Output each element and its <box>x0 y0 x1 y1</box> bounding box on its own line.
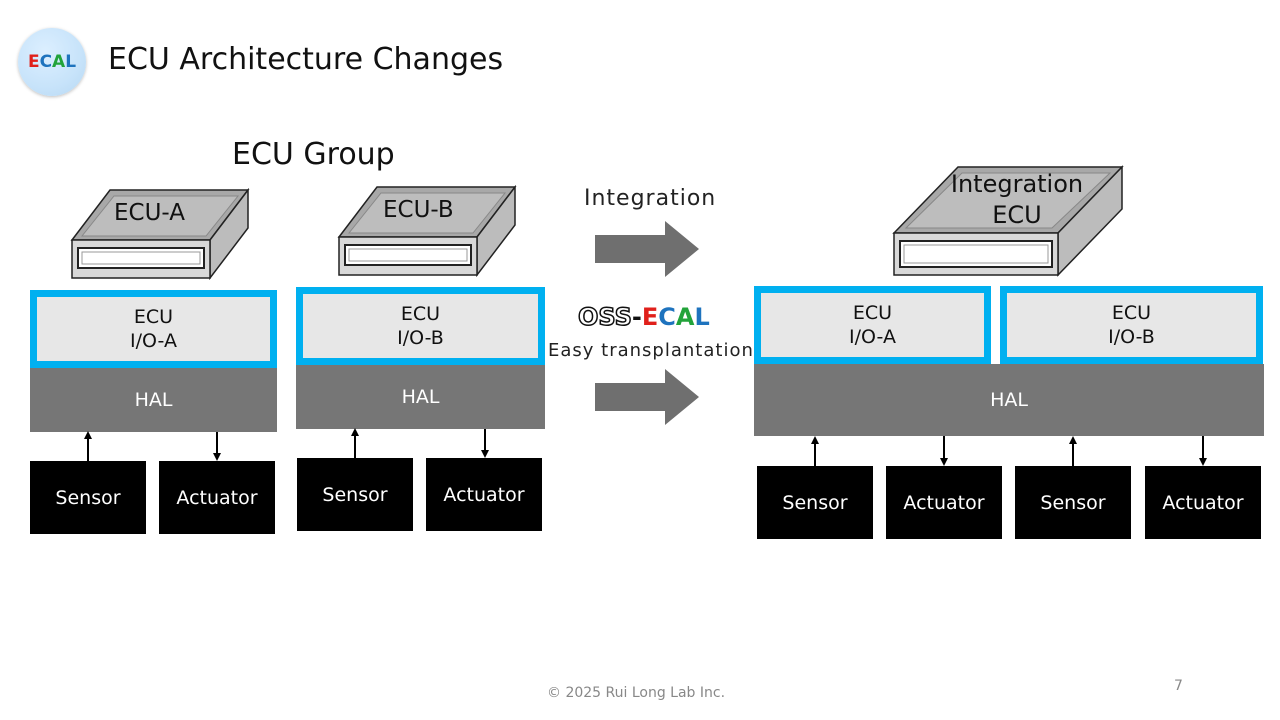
ecu-a-box-icon: ECU-A <box>70 188 252 280</box>
oss-prefix: OSS <box>577 302 632 332</box>
int-io-a-line1: ECU <box>852 302 893 324</box>
int-actuator-arrow-2-line <box>1202 436 1204 458</box>
oss-letter-l: L <box>694 303 710 331</box>
integration-io-block-b: ECU I/O-B <box>1000 286 1263 364</box>
sensor-block-a: Sensor <box>30 461 146 534</box>
integration-hal-block: HAL <box>754 364 1264 436</box>
logo-letter-c: C <box>39 52 53 72</box>
int-sensor-block-1: Sensor <box>757 466 873 539</box>
oss-ecal-logo: OSS-ECAL <box>577 302 710 332</box>
arrow-up-icon <box>811 436 819 444</box>
integration-arrow-icon <box>595 221 699 281</box>
integration-io-block-a: ECU I/O-A <box>754 286 991 364</box>
int-actuator-arrow-1-line <box>943 436 945 458</box>
slide-title: ECU Architecture Changes <box>108 42 504 77</box>
io-a-line1: ECU <box>133 306 174 328</box>
arrow-down-icon <box>481 450 489 458</box>
int-actuator-block-1: Actuator <box>886 466 1002 539</box>
ecu-b-box-icon: ECU-B <box>337 185 519 277</box>
sensor-arrow-b-line <box>354 435 356 459</box>
oss-letter-a: A <box>675 303 695 331</box>
int-sensor-block-2: Sensor <box>1015 466 1131 539</box>
int-sensor-arrow-2-line <box>1072 443 1074 467</box>
integration-ecu-box-icon: Integration ECU <box>892 165 1126 277</box>
integration-label: Integration <box>584 186 717 211</box>
io-b-line2: I/O-B <box>397 327 444 349</box>
int-io-b-line1: ECU <box>1111 302 1152 324</box>
int-sensor-arrow-1-line <box>814 443 816 467</box>
int-io-a-line2: I/O-A <box>849 326 896 348</box>
arrow-down-icon <box>1199 458 1207 466</box>
logo-letter-l: L <box>65 52 77 72</box>
actuator-arrow-b-line <box>484 429 486 451</box>
io-block-a: ECU I/O-A <box>30 290 277 368</box>
copyright-footer: © 2025 Rui Long Lab Inc. <box>547 685 726 701</box>
io-block-b: ECU I/O-B <box>296 287 545 365</box>
oss-letter-c: C <box>658 303 676 331</box>
sensor-block-b: Sensor <box>297 458 413 531</box>
oss-dash: - <box>631 303 642 331</box>
logo-letter-a: A <box>52 52 66 72</box>
ecal-logo: E C A L <box>18 28 86 96</box>
io-b-line1: ECU <box>400 303 441 325</box>
easy-transplantation-label: Easy transplantation <box>548 340 754 361</box>
hal-block-b: HAL <box>296 365 545 429</box>
hal-block-a: HAL <box>30 368 277 432</box>
integration-ecu-label-line1: Integration <box>950 170 1084 198</box>
page-number: 7 <box>1174 678 1183 694</box>
ecu-b-label: ECU-B <box>383 197 454 223</box>
sensor-arrow-a-line <box>87 438 89 462</box>
integration-ecu-label: Integration ECU <box>947 169 1087 231</box>
actuator-block-a: Actuator <box>159 461 275 534</box>
logo-letter-e: E <box>27 52 40 72</box>
ecu-a-label: ECU-A <box>114 200 185 226</box>
actuator-arrow-a-line <box>216 432 218 454</box>
arrow-up-icon <box>351 428 359 436</box>
arrow-down-icon <box>213 453 221 461</box>
integration-ecu-label-line2: ECU <box>992 201 1042 229</box>
io-a-line2: I/O-A <box>130 330 177 352</box>
actuator-block-b: Actuator <box>426 458 542 531</box>
transplant-arrow-icon <box>595 369 699 429</box>
int-actuator-block-2: Actuator <box>1145 466 1261 539</box>
oss-letter-e: E <box>641 303 659 331</box>
arrow-up-icon <box>1069 436 1077 444</box>
arrow-down-icon <box>940 458 948 466</box>
int-io-b-line2: I/O-B <box>1108 326 1155 348</box>
ecu-group-title: ECU Group <box>232 137 395 172</box>
arrow-up-icon <box>84 431 92 439</box>
